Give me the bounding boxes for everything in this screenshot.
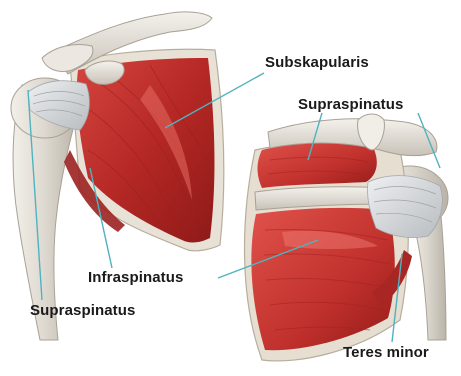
right-tendon <box>367 176 442 238</box>
label-supraspinatus-right: Supraspinatus <box>298 97 404 112</box>
label-supraspinatus-left: Supraspinatus <box>30 303 136 318</box>
label-subskapularis: Subskapularis <box>265 55 369 70</box>
right-supraspinatus-muscle <box>258 141 377 188</box>
label-infraspinatus: Infraspinatus <box>88 270 183 285</box>
left-shoulder-anterior <box>11 12 224 340</box>
label-teres-minor: Teres minor <box>343 345 429 360</box>
right-shoulder-posterior <box>245 114 448 361</box>
